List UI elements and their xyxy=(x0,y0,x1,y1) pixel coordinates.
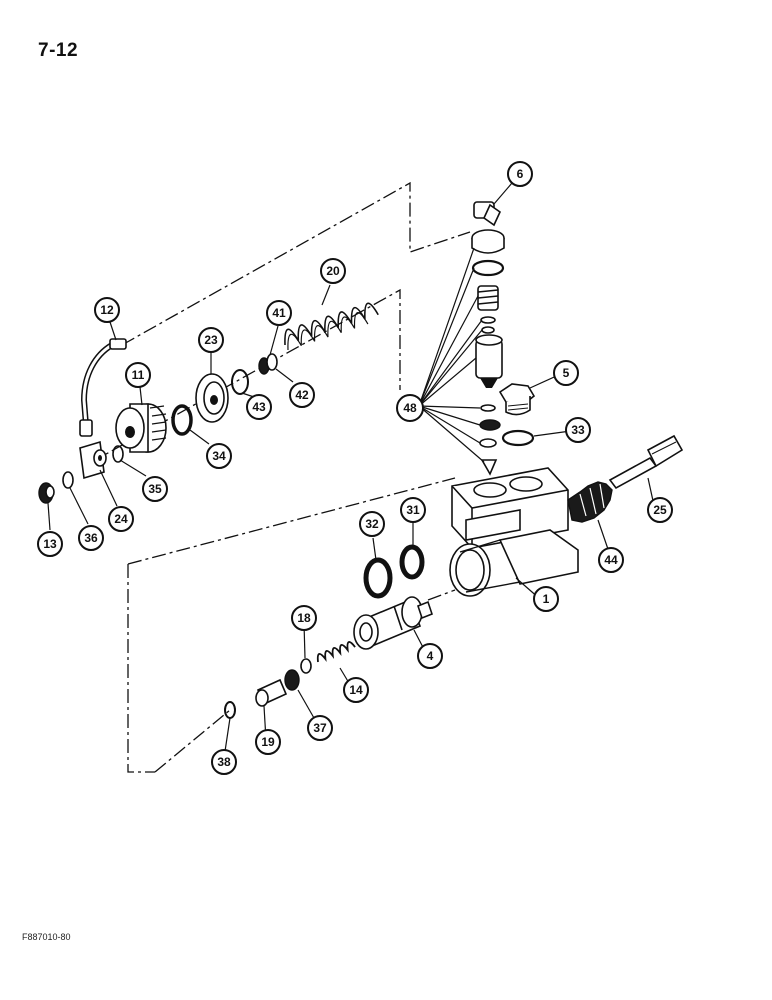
callout-label: 4 xyxy=(427,649,434,663)
spring-20 xyxy=(284,302,379,351)
leader-lines xyxy=(47,182,656,759)
valve-spring xyxy=(477,285,499,311)
callout: 33 xyxy=(565,417,591,443)
callout: 25 xyxy=(647,497,673,523)
callout: 41 xyxy=(266,300,292,326)
o-ring-43 xyxy=(231,369,249,395)
callout-label: 23 xyxy=(204,333,218,347)
plug xyxy=(498,383,536,416)
valve-disc-3 xyxy=(479,438,497,448)
callout: 11 xyxy=(125,362,151,388)
callout-label: 14 xyxy=(349,683,363,697)
callout: 42 xyxy=(289,382,315,408)
page-number: 7-12 xyxy=(38,40,79,61)
callout: 1 xyxy=(533,586,559,612)
callout: 13 xyxy=(37,531,63,557)
spring-14 xyxy=(316,641,356,663)
valve-seat xyxy=(480,459,498,476)
callout-label: 24 xyxy=(114,512,128,526)
seal-37 xyxy=(284,669,300,691)
callout: 5 xyxy=(553,360,579,386)
callout-label: 33 xyxy=(571,423,585,437)
callout: 19 xyxy=(255,729,281,755)
callout-label: 19 xyxy=(261,735,275,749)
alignment-lines xyxy=(89,181,471,773)
callout: 31 xyxy=(400,497,426,523)
callout-label: 20 xyxy=(326,264,340,278)
callout: 36 xyxy=(78,525,104,551)
o-ring-34 xyxy=(171,404,193,436)
callout-label: 37 xyxy=(313,721,327,735)
push-rod xyxy=(608,434,684,490)
callout: 6 xyxy=(507,161,533,187)
callout: 20 xyxy=(320,258,346,284)
adapter-nut xyxy=(115,403,167,453)
callout-label: 31 xyxy=(406,503,420,517)
callout: 14 xyxy=(343,677,369,703)
valve-washer-2 xyxy=(481,326,495,334)
callout-label: 6 xyxy=(517,167,524,181)
retainer xyxy=(258,353,278,375)
callout-label: 32 xyxy=(365,517,379,531)
dust-boot xyxy=(567,481,613,523)
callout-label: 38 xyxy=(217,755,231,769)
retainer-18 xyxy=(300,658,312,674)
callout-label: 44 xyxy=(604,553,618,567)
callout: 34 xyxy=(206,443,232,469)
callout: 43 xyxy=(246,394,272,420)
callout: 18 xyxy=(291,605,317,631)
callout: 32 xyxy=(359,511,385,537)
callout: 35 xyxy=(142,476,168,502)
banjo-bolt xyxy=(38,482,55,504)
line-tube xyxy=(79,338,127,437)
callout-label: 25 xyxy=(653,503,667,517)
callout: 38 xyxy=(211,749,237,775)
washer-36 xyxy=(62,471,74,489)
callout-label: 11 xyxy=(132,368,145,382)
callout-label: 41 xyxy=(272,306,286,320)
callout: 44 xyxy=(598,547,624,573)
callout-label: 18 xyxy=(297,611,311,625)
piston xyxy=(195,373,229,423)
callout-label: 1 xyxy=(543,592,550,606)
callout-label: 12 xyxy=(100,303,114,317)
elbow-fitting xyxy=(473,201,502,227)
callout-label: 48 xyxy=(403,401,417,415)
master-piston xyxy=(353,596,433,650)
valve-disc-2 xyxy=(479,419,501,431)
callout-label: 34 xyxy=(212,449,226,463)
callout: 23 xyxy=(198,327,224,353)
valve-body xyxy=(449,467,579,597)
callout-label: 5 xyxy=(563,366,570,380)
valve-cap xyxy=(471,229,505,254)
seal-31 xyxy=(399,544,425,580)
callout-label: 36 xyxy=(84,531,98,545)
valve-washer-1 xyxy=(480,316,496,324)
valve-sleeve xyxy=(475,334,503,388)
callout-label: 35 xyxy=(148,482,162,496)
callout: 4 xyxy=(417,643,443,669)
valve-disc-1 xyxy=(480,404,496,412)
o-ring-33 xyxy=(501,429,535,447)
tee-fitting xyxy=(79,440,107,480)
figure-code: F887010-80 xyxy=(22,932,71,942)
washer-35 xyxy=(112,445,124,463)
callout-label: 43 xyxy=(252,400,266,414)
o-ring-top xyxy=(471,259,505,277)
callout-label: 42 xyxy=(295,388,309,402)
callout-label: 13 xyxy=(43,537,57,551)
callout: 37 xyxy=(307,715,333,741)
callout: 12 xyxy=(94,297,120,323)
snap-ring xyxy=(224,701,236,719)
seal-32 xyxy=(363,557,393,599)
callout: 24 xyxy=(108,506,134,532)
check-valve xyxy=(255,678,288,707)
callout: 48 xyxy=(396,394,424,422)
